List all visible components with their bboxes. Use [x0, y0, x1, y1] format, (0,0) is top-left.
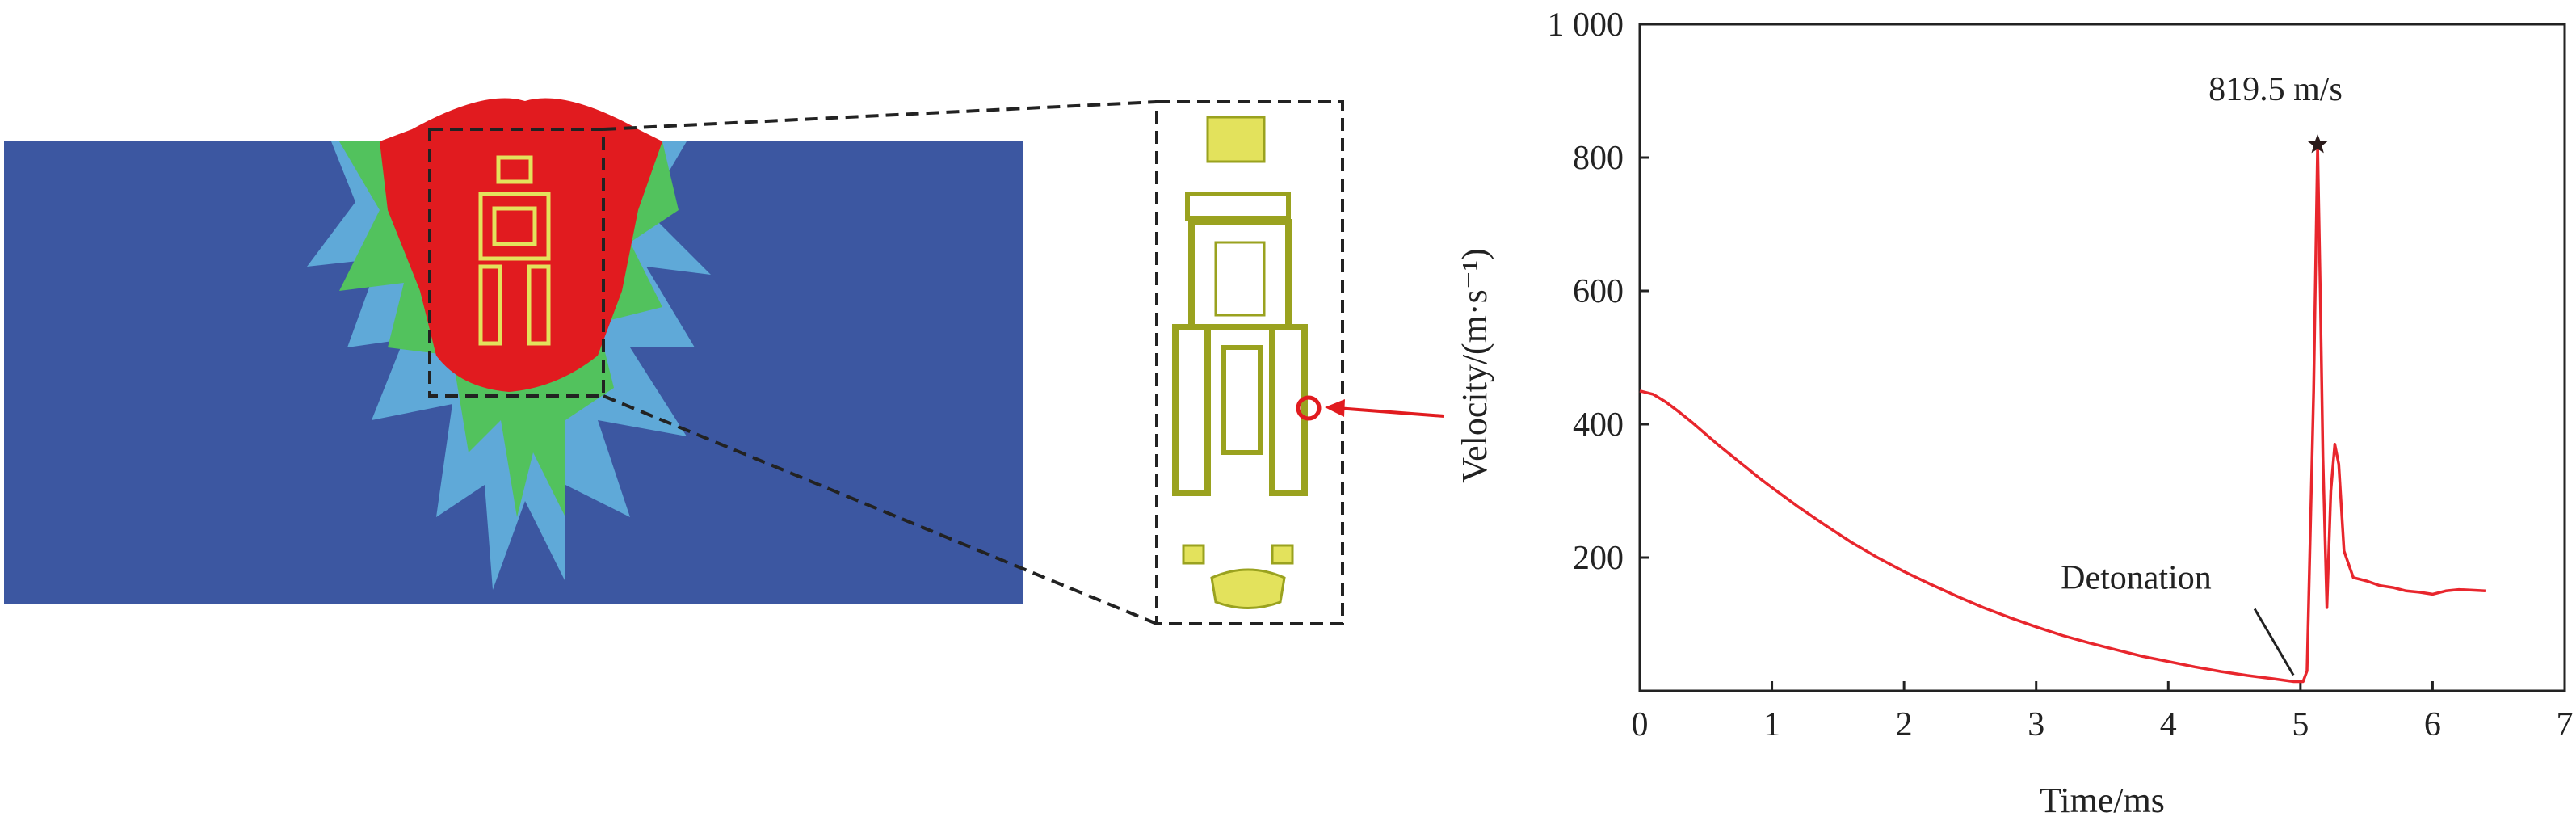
- x-tick-label: 3: [2028, 706, 2044, 743]
- projectile-mesh: [1172, 116, 1308, 609]
- zoom-box: [428, 128, 605, 398]
- detonation-label: Detonation: [2061, 559, 2212, 596]
- x-tick-label: 0: [1632, 706, 1649, 743]
- peak-star-marker: [2307, 133, 2328, 154]
- simulation-contour-plot: [4, 98, 1158, 625]
- peak-velocity-label: 819.5 m/s: [2208, 71, 2343, 108]
- detonation-leader-line: [2253, 608, 2295, 676]
- x-tick-label: 7: [2557, 706, 2574, 743]
- plot-frame: [1638, 23, 2566, 692]
- y-tick-label: 600: [1573, 273, 1624, 310]
- velocity-series-line: [1639, 143, 2486, 684]
- gauge-pointer-line: [1336, 406, 1445, 418]
- velocity-chart: 0 1 2 3 4 5 6 7 200 400 600 800 1 000 819.5 m/sDeto…: [1455, 6, 2574, 820]
- x-tick-label: 6: [2424, 706, 2441, 743]
- x-tick-label: 1: [1763, 706, 1780, 743]
- y-tick-label: 800: [1573, 140, 1624, 177]
- gauge-pointer-arrowhead: [1325, 399, 1345, 417]
- x-tick-label: 2: [1896, 706, 1913, 743]
- y-axis-label: Velocity/(m·s⁻¹): [1455, 248, 1494, 483]
- projectile-silhouette: [478, 155, 551, 346]
- y-tick-label: 400: [1573, 406, 1624, 444]
- zoomed-projectile-view: [1155, 100, 1445, 625]
- x-tick-label: 4: [2160, 706, 2177, 743]
- y-axis: 200 400 600 800 1 000: [1548, 6, 1649, 577]
- zoom-panel-frame: [1155, 100, 1344, 625]
- x-axis: 0 1 2 3 4 5 6 7: [1632, 681, 2574, 743]
- plot-border: [1638, 23, 2566, 692]
- y-tick-label: 200: [1573, 540, 1624, 577]
- zoom-connector-top: [603, 100, 1158, 131]
- x-axis-label: Time/ms: [2040, 781, 2165, 820]
- gauge-point-marker: [1296, 395, 1322, 421]
- y-tick-label: 1 000: [1548, 6, 1624, 44]
- x-tick-label: 5: [2292, 706, 2309, 743]
